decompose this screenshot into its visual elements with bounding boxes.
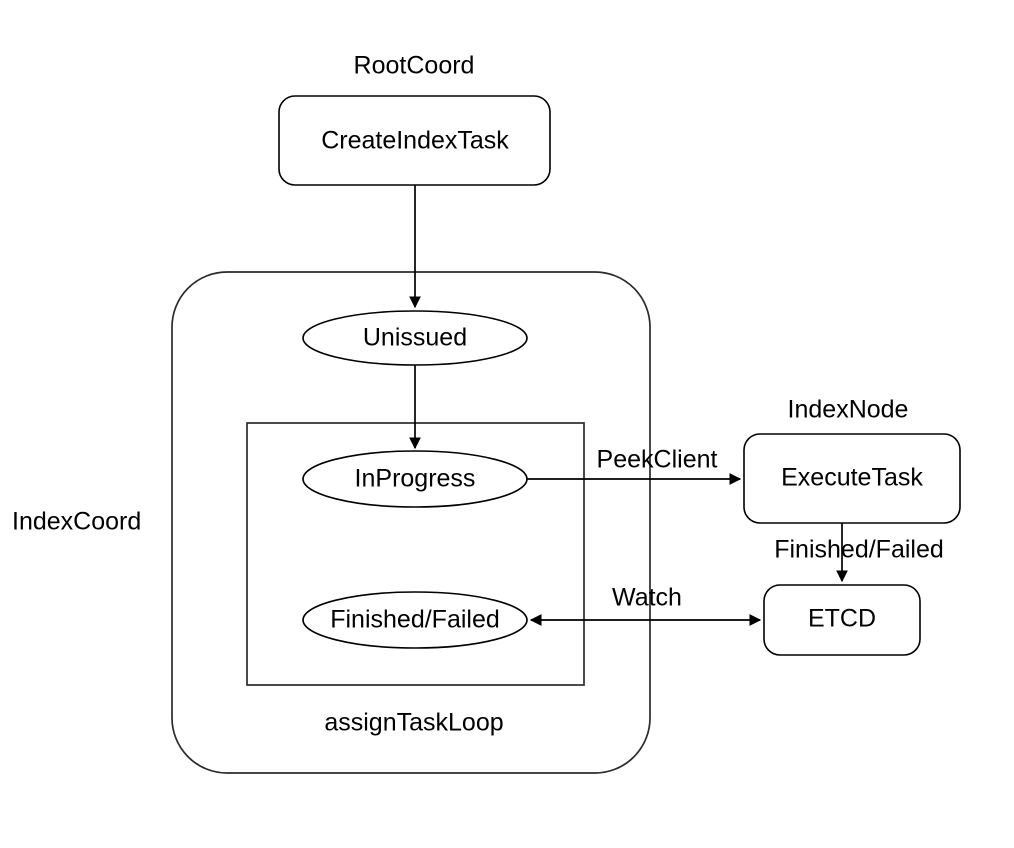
group-label-assigntaskloop: assignTaskLoop (324, 709, 503, 737)
inprogress-ellipse[interactable] (302, 450, 528, 508)
state-unissued[interactable]: Unissued (302, 310, 528, 366)
edge-label-finished-failed: Finished/Failed (774, 536, 944, 564)
group-label-indexcoord: IndexCoord (12, 508, 141, 536)
group-label-rootcoord: RootCoord (354, 52, 475, 80)
inprogress-label: InProgress (355, 465, 476, 493)
node-create-index-task[interactable]: CreateIndexTask (278, 95, 551, 186)
state-finished-failed[interactable]: Finished/Failed (302, 591, 528, 649)
unissued-ellipse[interactable] (302, 310, 528, 366)
execute-task-box[interactable] (743, 433, 961, 524)
create-index-task-label: CreateIndexTask (321, 127, 509, 155)
group-label-indexnode: IndexNode (788, 396, 909, 424)
etcd-label: ETCD (808, 605, 876, 633)
finished-failed-ellipse[interactable] (302, 591, 528, 649)
unissued-label: Unissued (363, 324, 467, 352)
finished-failed-label: Finished/Failed (330, 606, 500, 634)
edge-label-watch: Watch (612, 584, 682, 612)
node-etcd[interactable]: ETCD (763, 584, 921, 656)
create-index-task-box[interactable] (278, 95, 551, 186)
etcd-box[interactable] (763, 584, 921, 656)
edge-label-peekclient: PeekClient (597, 446, 718, 474)
state-inprogress[interactable]: InProgress (302, 450, 528, 508)
execute-task-label: ExecuteTask (781, 464, 923, 492)
node-execute-task[interactable]: ExecuteTask (743, 433, 961, 524)
indexcoord-container (171, 271, 651, 774)
